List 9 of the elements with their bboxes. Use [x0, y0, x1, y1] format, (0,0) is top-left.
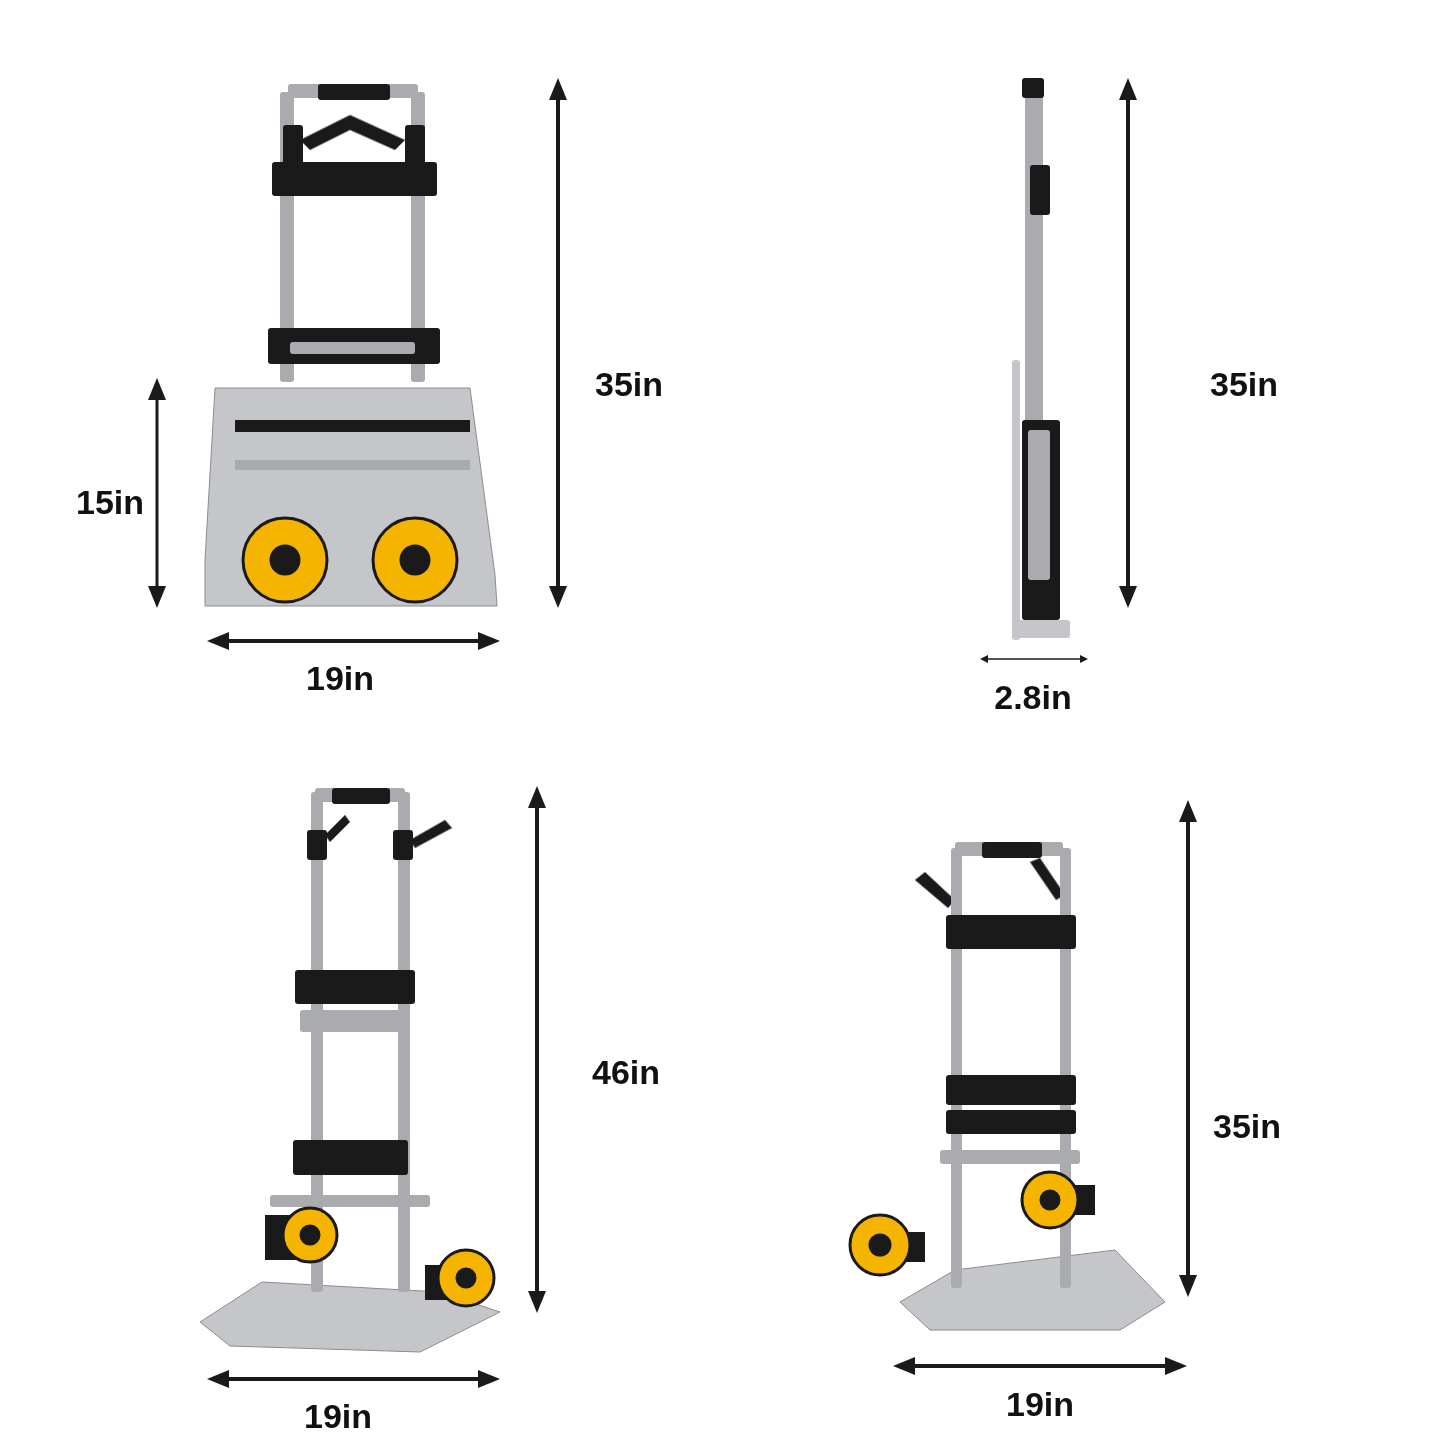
dimension-label: 19in	[1006, 1387, 1074, 1421]
dimension-label: 35in	[1213, 1109, 1281, 1143]
dimension-label: 46in	[592, 1055, 660, 1089]
dimension-label: 35in	[595, 367, 663, 401]
dimension-label: 35in	[1210, 367, 1278, 401]
dimension-label: 19in	[306, 661, 374, 695]
dimension-label: 19in	[304, 1399, 372, 1433]
dimension-label: 15in	[76, 485, 144, 519]
dimension-label: 2.8in	[994, 680, 1072, 714]
